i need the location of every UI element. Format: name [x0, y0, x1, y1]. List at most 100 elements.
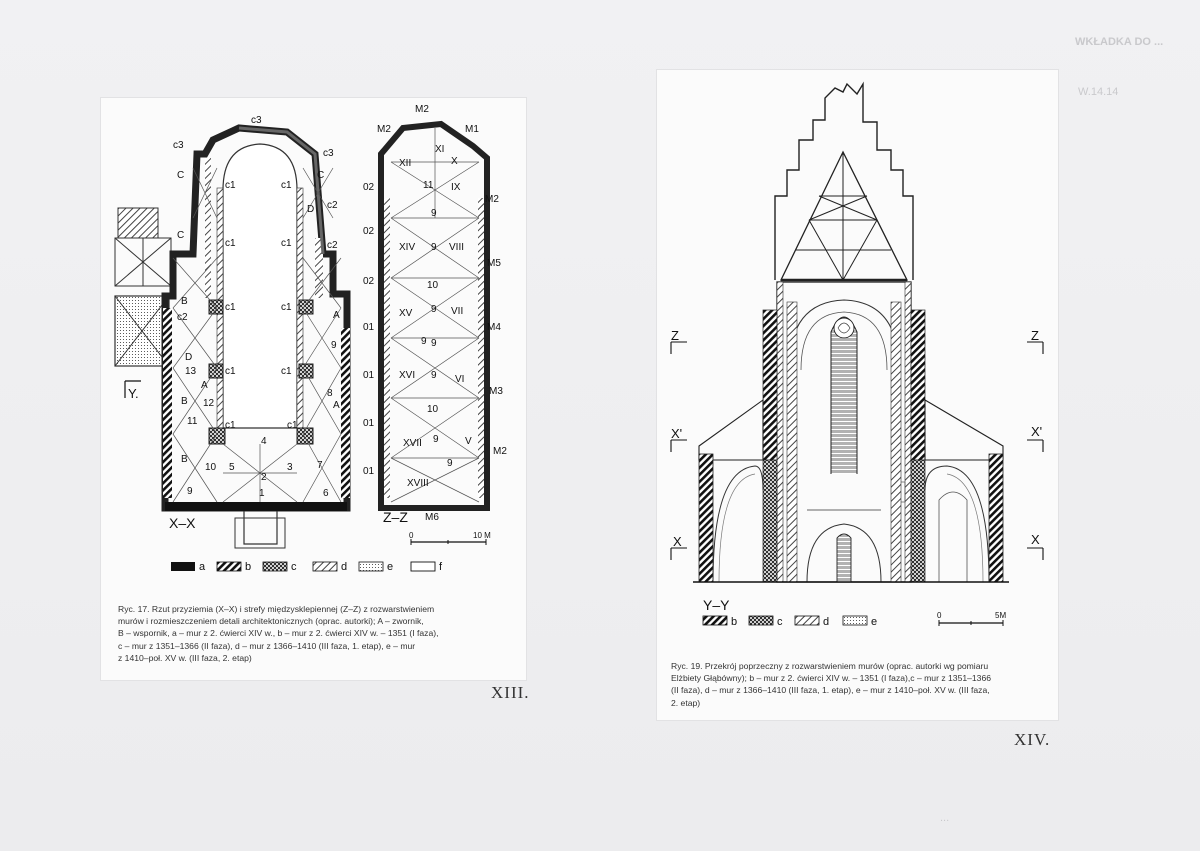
- scale-bar: 0 5M: [937, 611, 1006, 626]
- plan-label: c1: [225, 420, 236, 431]
- legend-label-d: d: [823, 616, 829, 628]
- plan-label: B: [181, 454, 188, 465]
- plan-label: 9: [331, 340, 337, 351]
- plan-label: 13: [185, 366, 197, 377]
- vault-label: XIV: [399, 242, 415, 253]
- plan-label: 02: [363, 226, 375, 237]
- legend-swatch-e: [358, 561, 384, 572]
- legend-label-c: c: [291, 561, 297, 573]
- legend-swatch-c: [262, 561, 288, 572]
- section-label-yy: Y–Y: [703, 597, 730, 613]
- page-number-right: XIV.: [1014, 730, 1051, 749]
- plan-label: A: [201, 380, 208, 391]
- plan-label: c1: [225, 238, 236, 249]
- legend-label-b: b: [245, 561, 251, 573]
- scale-bar-end: 10 M: [473, 531, 491, 540]
- plan-label: c1: [281, 238, 292, 249]
- plan-label: 02: [363, 182, 375, 193]
- bleed-through-side-text: W.14.14: [1078, 86, 1119, 98]
- vault-label: VI: [455, 374, 464, 385]
- vault-label: XII: [399, 158, 411, 169]
- level-marker-x-prime-right: X': [1031, 424, 1042, 439]
- vault-label: 9: [433, 434, 439, 445]
- legend-swatch-f: [410, 561, 436, 572]
- section-label-xx: X–X: [169, 515, 196, 531]
- legend-swatch-e: [842, 615, 868, 626]
- vault-label: M4: [487, 322, 501, 333]
- church-outline: [161, 124, 351, 512]
- plan-label: c3: [173, 140, 184, 151]
- legend-swatch-c: [748, 615, 774, 626]
- bleed-through-footer: ...: [940, 812, 950, 824]
- vault-label: XVII: [403, 438, 422, 449]
- section-label-xx-text: X–X: [169, 515, 196, 531]
- vault-label: X: [451, 156, 458, 167]
- scale-bar-start: 0: [937, 611, 942, 620]
- plan-label: C: [177, 230, 184, 241]
- vault-label: 10: [427, 404, 439, 415]
- vault-label: 9: [421, 336, 427, 347]
- vault-label: XI: [435, 144, 444, 155]
- south-porch: [234, 511, 286, 549]
- plan-label: c1: [287, 420, 298, 431]
- plan-label: 6: [323, 488, 329, 499]
- floor-plan-drawing: c3 c3 c3 c1 c1 c1 c1 c1 c1 c1 c1 c1 c1 c…: [114, 104, 507, 573]
- legend-swatch-d: [794, 615, 820, 626]
- plan-label: c2: [327, 200, 338, 211]
- vault-label: 9: [431, 242, 437, 253]
- vault-label: XV: [399, 308, 413, 319]
- bleed-through-heading: WKŁADKA DO ...: [1075, 36, 1164, 48]
- plan-label: B: [181, 396, 188, 407]
- legend-swatch-b: [702, 615, 728, 626]
- section-label-zz-text: Z–Z: [383, 509, 408, 525]
- plan-label: 01: [363, 418, 375, 429]
- legend-swatch-d: [312, 561, 338, 572]
- plan-label: c1: [225, 302, 236, 313]
- vault-label: IX: [451, 182, 461, 193]
- vault-ribs: [172, 167, 342, 503]
- level-marker-z-left: Z: [671, 328, 679, 343]
- plan-label: c1: [281, 180, 292, 191]
- plan-label: D: [307, 204, 314, 215]
- vault-label: 9: [431, 370, 437, 381]
- vault-label: M1: [465, 124, 479, 135]
- legend-label-a: a: [199, 561, 206, 573]
- plan-label: c3: [323, 148, 334, 159]
- plan-labels: c3 c3 c3 c1 c1 c1 c1 c1 c1 c1 c1 c1 c1 c…: [173, 115, 375, 499]
- mezzanine-plan: [378, 120, 490, 511]
- level-markers: Z Z X' X' X X: [670, 328, 1044, 560]
- level-marker-x-left: X: [673, 534, 682, 549]
- plan-label: 02: [363, 276, 375, 287]
- level-marker-z-right: Z: [1031, 328, 1039, 343]
- vault-label: XVI: [399, 370, 415, 381]
- annex-rooms: [114, 207, 172, 367]
- plan-label: 4: [261, 436, 267, 447]
- vault-label: M2: [485, 194, 499, 205]
- cross-section-drawing: Z Z X' X' X X Y–Y 0 5M b: [670, 81, 1044, 628]
- plan-label: c2: [177, 312, 188, 323]
- legend-label-f: f: [439, 561, 443, 573]
- vault-label: M2: [493, 446, 507, 457]
- plan-label: c1: [225, 180, 236, 191]
- level-marker-x-prime-left: X': [671, 426, 682, 441]
- section-marker-y-text: Y.: [128, 386, 139, 401]
- plan-label: 01: [363, 370, 375, 381]
- figure-19-caption: Ryc. 19. Przekrój poprzeczny z rozwarstw…: [671, 661, 992, 708]
- plan-label: 9: [187, 486, 193, 497]
- figure-17-caption: Ryc. 17. Rzut przyziemia (X–X) i strefy …: [118, 604, 439, 663]
- plan-label: 12: [203, 398, 215, 409]
- vault-label: VIII: [449, 242, 464, 253]
- legend-label-b: b: [731, 616, 737, 628]
- legend-label-d: d: [341, 561, 347, 573]
- vault-label: M5: [487, 258, 501, 269]
- vault-label: M3: [489, 386, 503, 397]
- plan-label: c1: [225, 366, 236, 377]
- legend: a b c d e f: [171, 561, 443, 573]
- vault-labels: M2 M2 M1 M2 M5 M4 M3 M2 M6 XII XI X IX X…: [377, 104, 507, 523]
- stepped-gable: [774, 81, 914, 282]
- nave-walls: [762, 301, 926, 583]
- plan-label: 5: [229, 462, 235, 473]
- vault-label: VII: [451, 306, 463, 317]
- legend-swatch-b: [216, 561, 242, 572]
- plan-label: 01: [363, 466, 375, 477]
